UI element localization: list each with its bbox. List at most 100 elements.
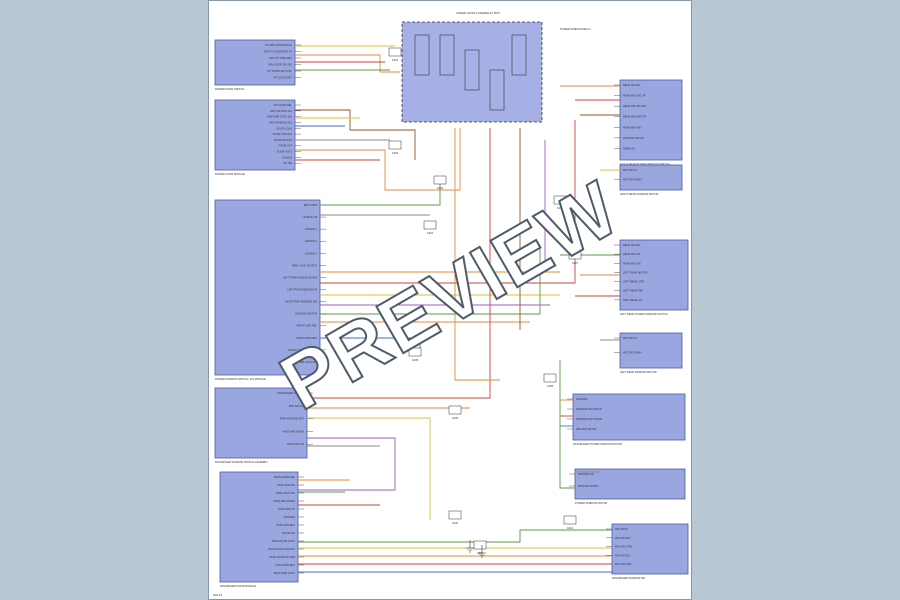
pin-label: MOTOR UP [623, 168, 637, 172]
module-box [619, 164, 683, 191]
pin-label: WINDOW MOTOR UP [576, 407, 602, 411]
connector-label: C204 [427, 231, 434, 235]
pin-label: LEFT PWR WINDOW DOWN [283, 275, 317, 279]
pin-label: FRONT WINDOW CTRL [289, 348, 318, 352]
pin-label: DRV P/T PWR RET [269, 56, 292, 60]
pin-label: GROUND [576, 397, 588, 401]
pin-label: PASS DOOR MOTOR [269, 555, 295, 559]
pin-label: REM LOCK OUTPUT [292, 263, 317, 267]
pin-label: WIN SW SIG [289, 404, 304, 408]
wire [320, 268, 576, 284]
wire [559, 360, 575, 489]
pin-label: P/T DOOR RET [274, 76, 293, 80]
wire [295, 128, 461, 191]
page-ref: SW-31 [213, 593, 222, 597]
pin-label: PWR LOCK SIG [298, 360, 317, 364]
connector [473, 540, 487, 550]
pin-label: PASS WIN DOWN [274, 499, 296, 503]
relay-symbol [511, 34, 527, 76]
connector [553, 195, 567, 205]
module-box [619, 239, 689, 311]
pin-label: FOOR OUT2 [277, 150, 293, 154]
module-box [574, 468, 686, 500]
pin-label: PASS DOOR UNLOCK [268, 547, 295, 551]
pin-label: WIN MOTOR SIG [576, 427, 597, 431]
pin-label: PWR WINDOW RET [280, 417, 304, 421]
connector [448, 510, 462, 520]
pin-label: WINDOW UP [578, 472, 594, 476]
pin-label: WINDOW DOWN [578, 484, 598, 488]
pin-label: P/W SW SIG [615, 553, 630, 557]
pin-label: PASS DOOR LOCK [272, 539, 295, 543]
connector [543, 373, 557, 383]
pin-label: PASS WIN DOWN [283, 429, 305, 433]
relay-symbol [464, 49, 480, 91]
pin-label: DOOR LOCK [276, 126, 292, 130]
connector [388, 47, 402, 57]
pin-label: PASS PWR LOCK [274, 571, 296, 575]
pin-label: P/W SW GND [615, 562, 631, 566]
wire [320, 182, 441, 206]
connector-label: C202 [392, 151, 399, 155]
fuse-box-title: UNDER HOOD FUSE/RELAY BOX [456, 11, 500, 15]
pin-label: REAR SW SIG [623, 83, 640, 87]
pin-label: REAR WIN RET [623, 125, 642, 129]
connector-label: C206 [557, 206, 564, 210]
pin-label: REAR WIN MOTOR [623, 115, 646, 119]
connector [388, 140, 402, 150]
module-caption: PASSENGER POWER WINDOW MOTOR [573, 442, 622, 446]
connector-label: C201 [392, 58, 399, 62]
module-caption: DRIVER WINDOW SWITCH / LIN MODULE [215, 377, 266, 381]
pin-label: PASS PWR RET [276, 563, 296, 567]
module-caption: RIGHT REAR WINDOW MOTOR [620, 192, 659, 196]
module-caption: LEFT REAR WINDOW MOTOR [620, 370, 657, 374]
pin-label: LIN BUS 4 [305, 251, 318, 255]
module-caption: RIGHT REAR POWER WINDOW SWITCH [620, 162, 670, 166]
module-caption: LEFT REAR POWER WINDOW SWITCH [620, 312, 668, 316]
pin-label: FOOR OUT [278, 144, 292, 148]
connector-label: C212 [567, 526, 574, 530]
pin-label: LEFT REAR RET [623, 289, 644, 293]
connector-label: C209 [452, 416, 459, 420]
pin-label: P/T DOOR SW CTRL [267, 69, 292, 73]
pin-label: P/W SW CTRL [615, 545, 633, 549]
connector [563, 515, 577, 525]
pin-label: LEFT REAR CTRL [623, 280, 645, 284]
module-box [214, 99, 296, 171]
pin-label: DOOR MOTOR [274, 138, 292, 142]
connector [433, 175, 447, 185]
pin-label: REAR WIN SIG UP [623, 94, 646, 98]
pin-label: REAR LIN [623, 146, 635, 150]
module-caption: DRIVER DOOR MODULE [215, 172, 245, 176]
wire [298, 529, 612, 543]
module-caption: PASSENGER WINDOW SWITCH ASSEMBLY [215, 460, 269, 464]
wire [454, 128, 500, 381]
pin-label: MOTOR DOWN [623, 178, 642, 182]
ground-symbol [466, 540, 474, 553]
module-box [611, 523, 689, 575]
pin-label: LIN BUS [282, 155, 292, 159]
pin-label: WINDOW SW LIN [623, 136, 644, 140]
pin-label: LIN SW [283, 161, 292, 165]
pin-label: P/T DRV DOOR SW-IN [265, 43, 292, 47]
pin-label: REAR WIN SIG DN [623, 104, 646, 108]
wire [295, 109, 416, 160]
module-caption: PASSENGER WINDOW SW [612, 576, 646, 580]
fuse-box [401, 21, 543, 123]
pin-label: P/W SW IN [615, 527, 628, 531]
pin-label: DOOR SIG [282, 531, 295, 535]
wire [298, 437, 396, 491]
module-box [572, 393, 686, 441]
pin-label: DOOR UNLOCK [273, 132, 293, 136]
module-caption: PASSENGER DOOR MODULE [220, 584, 257, 588]
pin-label: FRONT WIN DRV [296, 336, 317, 340]
pin-label: REAR WIN UP [623, 252, 641, 256]
pin-label: PASS WIN UP [287, 442, 304, 446]
pin-label: PASS DOOR REL [274, 475, 296, 479]
module-caption: DRIVER DOOR SWITCH [215, 87, 244, 91]
connector [568, 250, 582, 260]
ground-symbol [478, 545, 486, 558]
connector-label: C205 [412, 358, 419, 362]
pin-label: DRV PWR CTRL SIG [267, 115, 292, 119]
